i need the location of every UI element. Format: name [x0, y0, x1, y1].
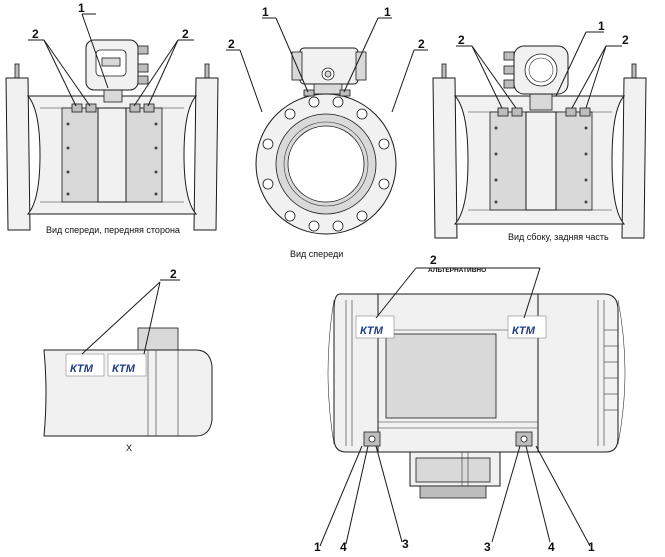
callout-4: 4 — [548, 540, 555, 554]
callout-2: 2 — [32, 27, 39, 41]
bolt-left — [14, 63, 20, 79]
panel-center — [525, 111, 557, 211]
cable-gland — [137, 75, 149, 85]
callout-2: 2 — [228, 37, 235, 51]
label-plate — [303, 89, 315, 97]
callout-1: 1 — [588, 540, 595, 554]
cable-gland — [137, 63, 149, 73]
center-panel — [385, 333, 497, 419]
callout-2: 2 — [170, 267, 177, 281]
logo-text: КТМ — [70, 363, 94, 375]
callout-1: 1 — [314, 540, 321, 554]
callout-1: 1 — [384, 5, 391, 19]
view-x: КТМ КТМ 2 X — [43, 267, 213, 453]
view-front-side: 1 2 2 Вид спереди, передняя сторона — [5, 1, 219, 235]
logo-plate: КТМ — [507, 315, 547, 339]
caption-front: Вид спереди — [290, 249, 343, 259]
view-side-rear: 1 2 2 Вид сбоку, задняя часть — [432, 19, 647, 242]
logo-text: КТМ — [112, 363, 136, 375]
callout-2: 2 — [182, 27, 189, 41]
caption-x: X — [126, 443, 132, 453]
callout-2: 2 — [430, 253, 437, 267]
panel-right — [125, 107, 163, 203]
callout-4: 4 — [340, 540, 347, 554]
view-alternative: КТМ КТМ 2 АЛЬТЕРНАТИВНО 1 4 3 3 4 — [314, 253, 626, 554]
caption-alternative: АЛЬТЕРНАТИВНО — [428, 267, 486, 274]
logo-plate: КТМ — [65, 353, 105, 377]
callout-3: 3 — [402, 537, 409, 551]
callout-1: 1 — [598, 19, 605, 33]
flange-right — [621, 77, 647, 239]
flange-left — [5, 77, 31, 231]
logo-text: КТМ — [512, 325, 536, 337]
logo-plate: КТМ — [107, 353, 147, 377]
callout-1: 1 — [78, 1, 85, 15]
panel-center — [97, 107, 127, 203]
housing-neck — [313, 83, 343, 95]
logo-plate: КТМ — [355, 315, 395, 339]
bolt-right — [204, 63, 210, 79]
callout-2: 2 — [458, 33, 465, 47]
caption-front-side: Вид спереди, передняя сторона — [46, 225, 180, 235]
caption-side-rear: Вид сбоку, задняя часть — [508, 232, 609, 242]
flange-bore — [287, 125, 365, 203]
callout-2: 2 — [418, 37, 425, 51]
view-front: 1 1 2 2 Вид спереди — [226, 5, 428, 259]
logo-text: КТМ — [360, 325, 384, 337]
callout-2: 2 — [622, 33, 629, 47]
label-plate — [85, 103, 97, 113]
panel-left — [61, 107, 99, 203]
callout-1: 1 — [262, 5, 269, 19]
callout-3: 3 — [484, 540, 491, 554]
cable-gland — [137, 45, 149, 55]
flange-left — [432, 77, 458, 239]
label-plate — [143, 103, 155, 113]
flange-right — [193, 77, 219, 231]
label-plate — [71, 103, 83, 113]
